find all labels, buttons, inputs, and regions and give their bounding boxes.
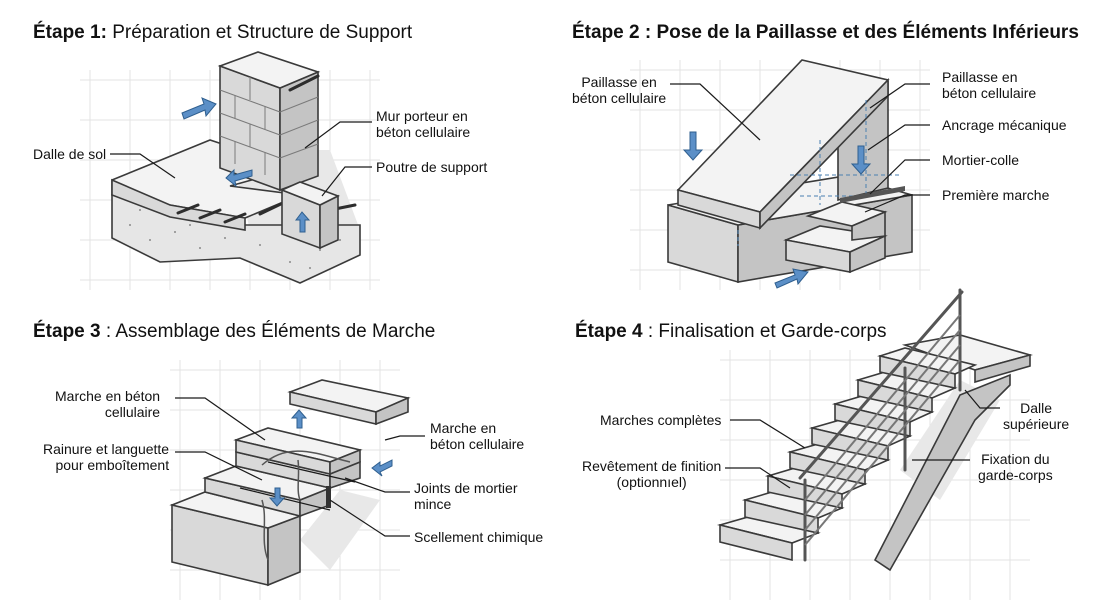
label-poutre-support: Poutre de support [376,159,488,175]
arrow-icon [268,487,286,507]
step-3-illustration [169,379,425,587]
arrow-icon [225,168,253,188]
label-dalle-de-sol: Dalle de sol [33,146,107,162]
rebar [176,203,200,215]
mortar-strip [840,186,905,203]
label-revetement: Revêtement de finition(optionnıel) [582,458,722,490]
step-3-title: Étape 3 : Assemblage des Éléments de Mar… [33,321,436,342]
label-ancrage: Ancrage mécanique [942,117,1067,133]
arrow-icon [850,145,872,175]
chemical-seal [326,486,331,508]
arrow-icon [290,409,308,429]
arrow-icon [371,459,393,477]
arrow-icon [682,131,704,161]
step-2-illustration [667,59,930,289]
label-marches-completes: Marches complètes [600,412,722,428]
label-premiere-marche: Première marche [942,187,1050,203]
step-1-title: Étape 1: Préparation et Structure de Sup… [33,22,413,43]
arrow-icon [181,97,217,120]
arrow-icon [295,211,311,233]
label-mortier-colle: Mortier-colle [942,152,1020,168]
arrow-icon [774,268,809,289]
step-4-title: Étape 4 : Finalisation et Garde-corps [575,321,887,342]
guardrail [798,288,964,562]
stair-stringer [873,373,1011,572]
label-scellement: Scellement chimique [414,529,544,545]
step-4-illustration [716,288,1033,572]
step-1-illustration [110,51,372,284]
step-2-title: Étape 2 : Pose de la Paillasse et des Él… [572,22,1079,43]
